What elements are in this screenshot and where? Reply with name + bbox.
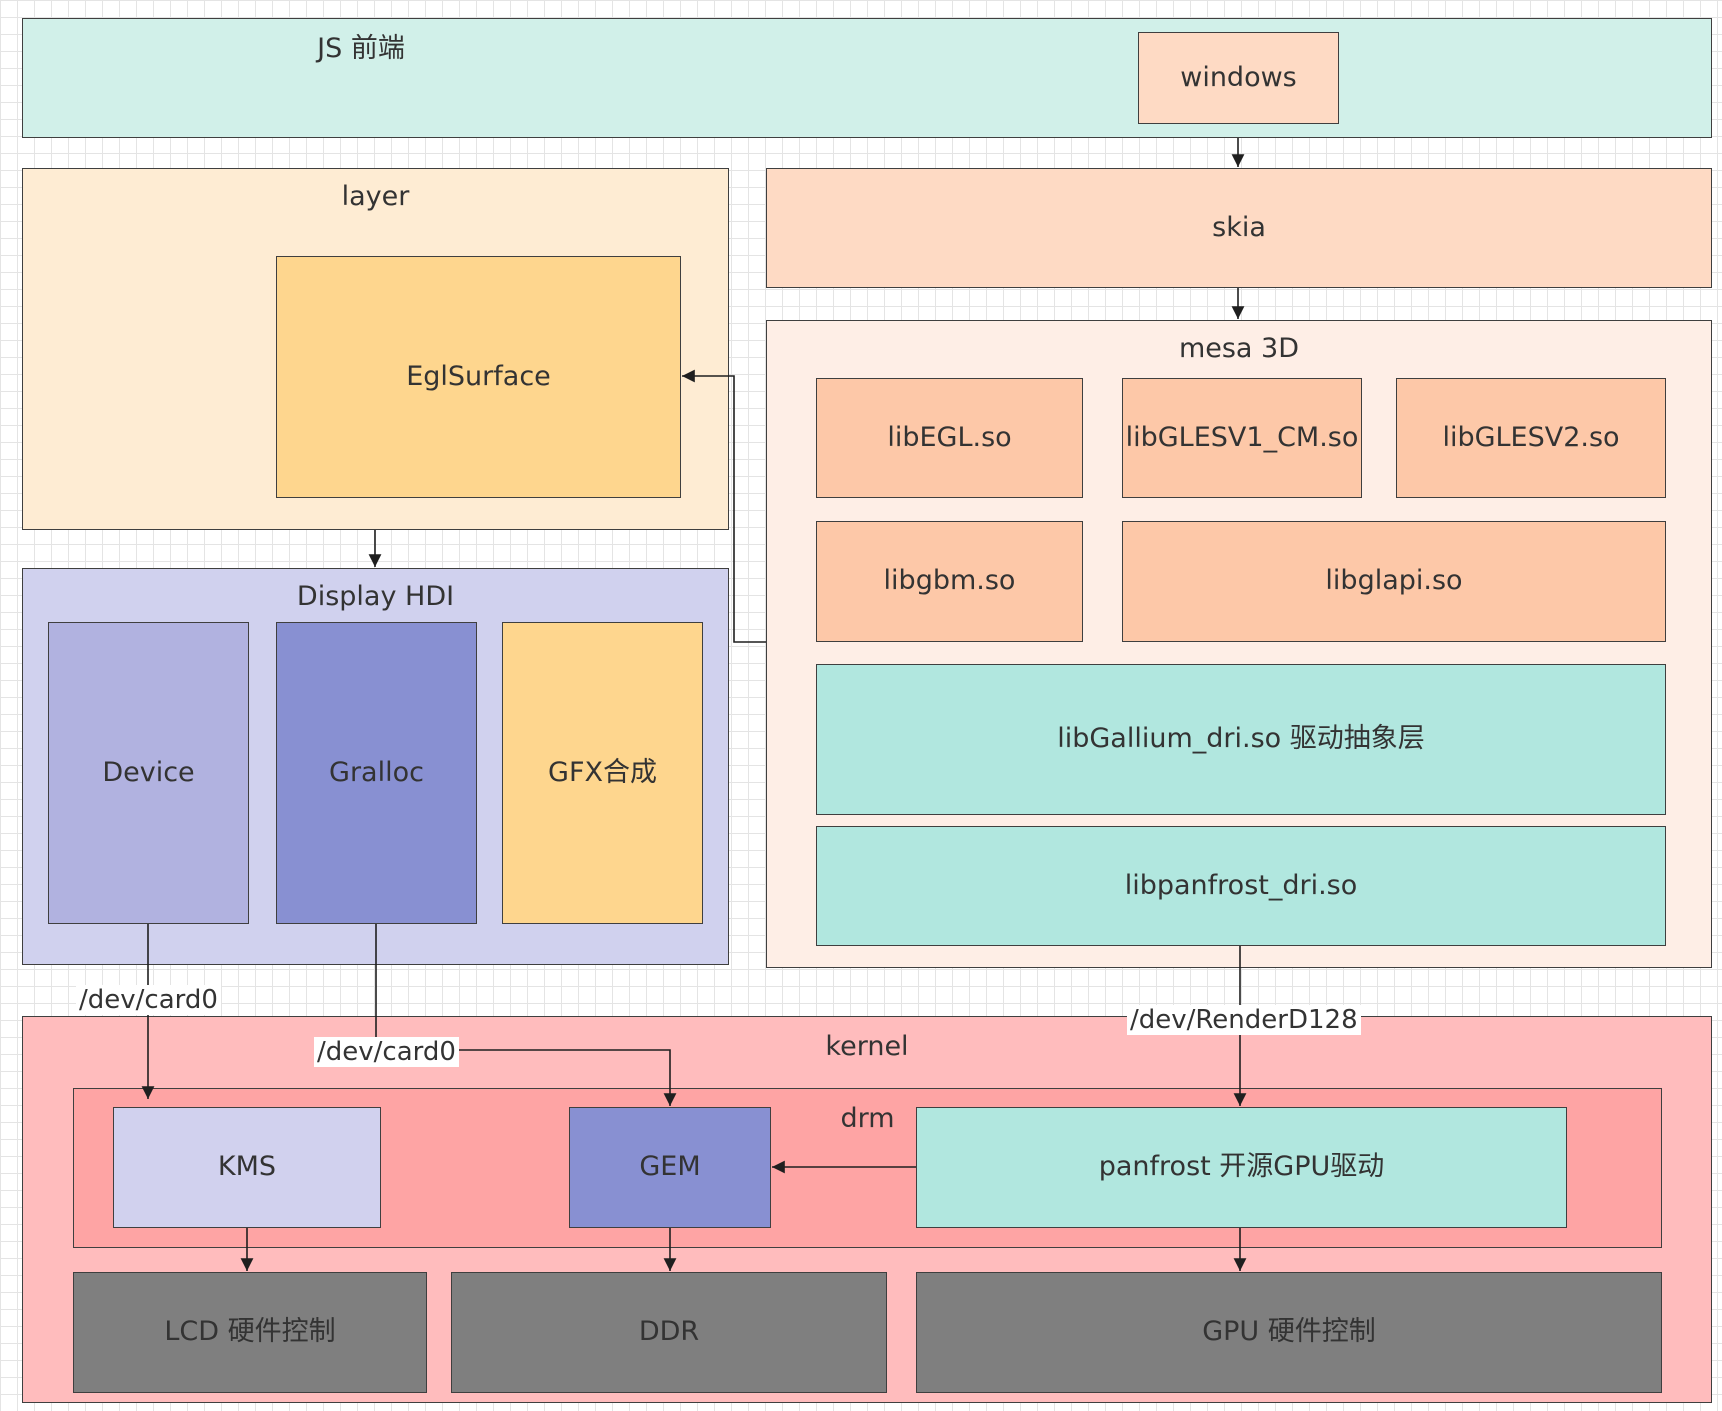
edge-gralloc-gem — [375, 924, 677, 1106]
libgbm-node: libgbm.so — [816, 521, 1083, 642]
gem-node: GEM — [569, 1107, 771, 1228]
mesa3d-title: mesa 3D — [1178, 333, 1300, 364]
layer-title: layer — [341, 181, 410, 212]
edge-label-card0-device: /dev/card0 — [76, 985, 221, 1015]
lcd-hw-node: LCD 硬件控制 — [73, 1272, 427, 1393]
libegl-node: libEGL.so — [816, 378, 1083, 498]
edge-mesa-eglsurface — [682, 369, 766, 643]
libglapi-node: libglapi.so — [1122, 521, 1666, 642]
ddr-node: DDR — [451, 1272, 887, 1393]
js-frontend-title: JS 前端 — [317, 33, 405, 64]
libgallium-node: libGallium_dri.so 驱动抽象层 — [816, 664, 1666, 815]
libglesv1-node: libGLESV1_CM.so — [1122, 378, 1362, 498]
edge-label-renderd128: /dev/RenderD128 — [1127, 1005, 1361, 1035]
drm-title: drm — [840, 1103, 895, 1134]
device-node: Device — [48, 622, 249, 924]
gpu-hw-node: GPU 硬件控制 — [916, 1272, 1662, 1393]
display-hdi-title: Display HDI — [296, 581, 455, 612]
gfx-node: GFX合成 — [502, 622, 703, 924]
windows-node: windows — [1138, 32, 1339, 124]
skia-node: skia — [766, 168, 1712, 288]
kernel-title: kernel — [825, 1031, 909, 1062]
gralloc-node: Gralloc — [276, 622, 477, 924]
libglesv2-node: libGLESV2.so — [1396, 378, 1666, 498]
edge-label-card0-gralloc: /dev/card0 — [314, 1037, 459, 1067]
egl-surface-node: EglSurface — [276, 256, 681, 498]
js-frontend-region: JS 前端 — [22, 18, 1712, 138]
kms-node: KMS — [113, 1107, 381, 1228]
libpanfrost-node: libpanfrost_dri.so — [816, 826, 1666, 946]
panfrost-node: panfrost 开源GPU驱动 — [916, 1107, 1567, 1228]
